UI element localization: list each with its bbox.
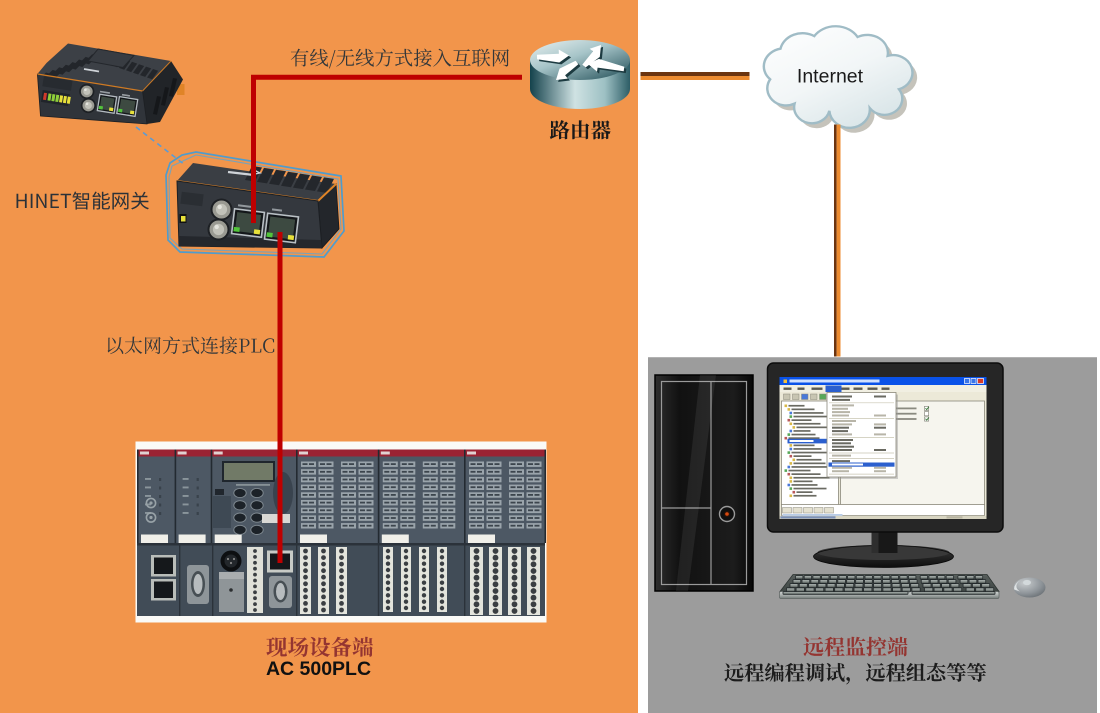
- svg-text:Internet: Internet: [797, 66, 864, 88]
- svg-text:AC 500PLC: AC 500PLC: [266, 658, 371, 680]
